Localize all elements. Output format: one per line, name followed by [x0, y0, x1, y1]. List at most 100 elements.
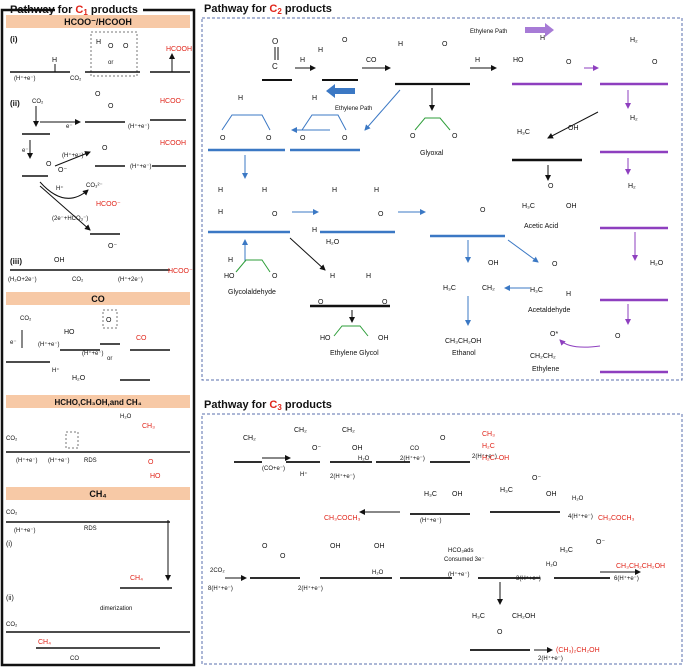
- section-formate-header: [6, 15, 190, 28]
- svg-text:CO: CO: [410, 446, 419, 452]
- svg-text:O: O: [410, 133, 416, 140]
- svg-text:OH: OH: [374, 543, 385, 550]
- svg-text:(H⁺+e⁻): (H⁺+e⁻): [14, 75, 36, 82]
- svg-text:(iii): (iii): [10, 257, 22, 266]
- svg-text:H: H: [475, 57, 480, 64]
- svg-text:CO: CO: [366, 57, 377, 64]
- svg-text:2CO₂: 2CO₂: [210, 568, 225, 574]
- c1-panel: Pathway for C1 products HCOO⁻/HCOOH (i) …: [0, 2, 196, 667]
- svg-text:H₂O: H₂O: [120, 414, 132, 420]
- svg-text:(ii): (ii): [6, 595, 14, 602]
- svg-text:H: H: [96, 39, 101, 46]
- svg-text:4(H⁺+e⁻): 4(H⁺+e⁻): [568, 513, 593, 520]
- svg-text:O⁻: O⁻: [312, 445, 321, 452]
- svg-text:OH: OH: [566, 203, 577, 210]
- svg-text:CH₃CH₂OH: CH₃CH₂OH: [445, 338, 481, 345]
- c2-title: Pathway for C2 products: [204, 3, 332, 16]
- svg-text:O: O: [102, 145, 108, 152]
- svg-text:HCOO⁻/HCOOH: HCOO⁻/HCOOH: [64, 17, 132, 27]
- svg-text:2(H⁺+e⁻): 2(H⁺+e⁻): [298, 585, 323, 592]
- svg-text:(H⁺+e⁻): (H⁺+e⁻): [16, 457, 38, 464]
- svg-text:O: O: [497, 629, 503, 636]
- svg-text:H: H: [374, 187, 379, 194]
- svg-text:H₃C: H₃C: [517, 129, 530, 136]
- svg-text:CH₃COCH₃: CH₃COCH₃: [324, 515, 361, 522]
- svg-text:OH: OH: [378, 335, 389, 342]
- svg-text:e⁻: e⁻: [22, 148, 29, 154]
- svg-text:O: O: [452, 133, 458, 140]
- svg-text:or: or: [107, 356, 112, 362]
- svg-text:O: O: [220, 135, 226, 142]
- svg-text:CH₂: CH₂: [294, 427, 307, 434]
- svg-text:Acetic Acid: Acetic Acid: [524, 223, 558, 230]
- svg-text:CH₂: CH₂: [243, 435, 256, 442]
- svg-text:HCHO,CH₃OH,and CH₄: HCHO,CH₃OH,and CH₄: [54, 398, 141, 407]
- svg-text:(H⁺+e⁻): (H⁺+e⁻): [128, 123, 150, 130]
- svg-text:3(H⁺+e⁻): 3(H⁺+e⁻): [516, 575, 541, 582]
- svg-text:O⁻: O⁻: [532, 475, 541, 482]
- svg-text:HO: HO: [64, 329, 75, 336]
- svg-text:H: H: [366, 273, 371, 280]
- svg-text:(H⁺+e⁻): (H⁺+e⁻): [448, 571, 470, 578]
- svg-text:H₃C: H₃C: [522, 203, 535, 210]
- svg-text:dimerization: dimerization: [100, 606, 132, 612]
- svg-text:O⁻: O⁻: [58, 167, 67, 174]
- svg-text:RDS: RDS: [84, 458, 97, 464]
- svg-text:O: O: [272, 211, 278, 218]
- svg-text:CO: CO: [136, 335, 147, 342]
- svg-text:Ethylene Path: Ethylene Path: [335, 106, 372, 112]
- svg-text:O: O: [442, 41, 448, 48]
- svg-text:H₃C: H₃C: [472, 613, 485, 620]
- svg-text:HCOO⁻: HCOO⁻: [160, 98, 185, 105]
- svg-text:Glyoxal: Glyoxal: [420, 150, 444, 157]
- svg-text:H: H: [566, 291, 571, 298]
- svg-text:(H⁺+e⁻): (H⁺+e⁻): [14, 527, 36, 534]
- svg-text:HCO₃ads: HCO₃ads: [448, 548, 473, 554]
- svg-text:(CH₃)₂CH₂OH: (CH₃)₂CH₂OH: [556, 647, 600, 654]
- svg-text:O: O: [108, 43, 114, 50]
- svg-text:C: C: [272, 62, 278, 71]
- svg-text:(H⁺+e⁻): (H⁺+e⁻): [48, 457, 70, 464]
- svg-text:O: O: [548, 183, 554, 190]
- svg-text:H: H: [332, 187, 337, 194]
- svg-text:Ethanol: Ethanol: [452, 350, 476, 357]
- c3-title: Pathway for C3 products: [204, 399, 332, 412]
- svg-text:HO: HO: [320, 335, 331, 342]
- svg-text:H: H: [300, 57, 305, 64]
- svg-text:CH₂OH: CH₂OH: [512, 613, 535, 620]
- svg-text:HCOOH: HCOOH: [160, 140, 186, 147]
- svg-text:CO₂: CO₂: [6, 622, 18, 628]
- svg-text:CO: CO: [91, 294, 105, 304]
- svg-text:2(H⁺+e⁻): 2(H⁺+e⁻): [472, 453, 497, 460]
- svg-text:CO: CO: [70, 656, 79, 662]
- svg-text:O: O: [566, 59, 572, 66]
- svg-text:OH: OH: [568, 125, 579, 132]
- svg-text:O: O: [300, 135, 306, 142]
- svg-text:O: O: [46, 161, 52, 168]
- svg-text:O: O: [342, 37, 348, 44]
- svg-text:O: O: [280, 553, 286, 560]
- svg-text:H₂: H₂: [630, 115, 638, 122]
- svg-text:CH₃: CH₃: [142, 423, 155, 430]
- svg-text:H: H: [540, 35, 545, 42]
- svg-text:O: O: [378, 211, 384, 218]
- svg-text:O: O: [272, 273, 278, 280]
- svg-text:O*: O*: [550, 331, 558, 338]
- svg-text:8(H⁺+e⁻): 8(H⁺+e⁻): [208, 585, 233, 592]
- svg-text:H: H: [398, 41, 403, 48]
- svg-text:(ii): (ii): [10, 99, 20, 108]
- svg-text:CO₂: CO₂: [6, 436, 18, 442]
- svg-text:O: O: [480, 207, 486, 214]
- svg-text:OH: OH: [452, 491, 463, 498]
- svg-text:CH₂: CH₂: [342, 427, 355, 434]
- svg-text:H₂O: H₂O: [650, 260, 664, 267]
- svg-text:OH: OH: [330, 543, 341, 550]
- svg-text:HCOO⁻: HCOO⁻: [168, 268, 193, 275]
- svg-text:Consumed 3e⁻: Consumed 3e⁻: [444, 557, 485, 563]
- svg-text:H₂O: H₂O: [546, 562, 558, 568]
- svg-text:CH₃CH₂CH₂OH: CH₃CH₂CH₂OH: [616, 563, 665, 570]
- svg-text:H: H: [262, 187, 267, 194]
- svg-text:CO₃²⁻: CO₃²⁻: [86, 183, 103, 189]
- svg-text:O: O: [123, 43, 129, 50]
- svg-text:HCOOH: HCOOH: [166, 46, 192, 53]
